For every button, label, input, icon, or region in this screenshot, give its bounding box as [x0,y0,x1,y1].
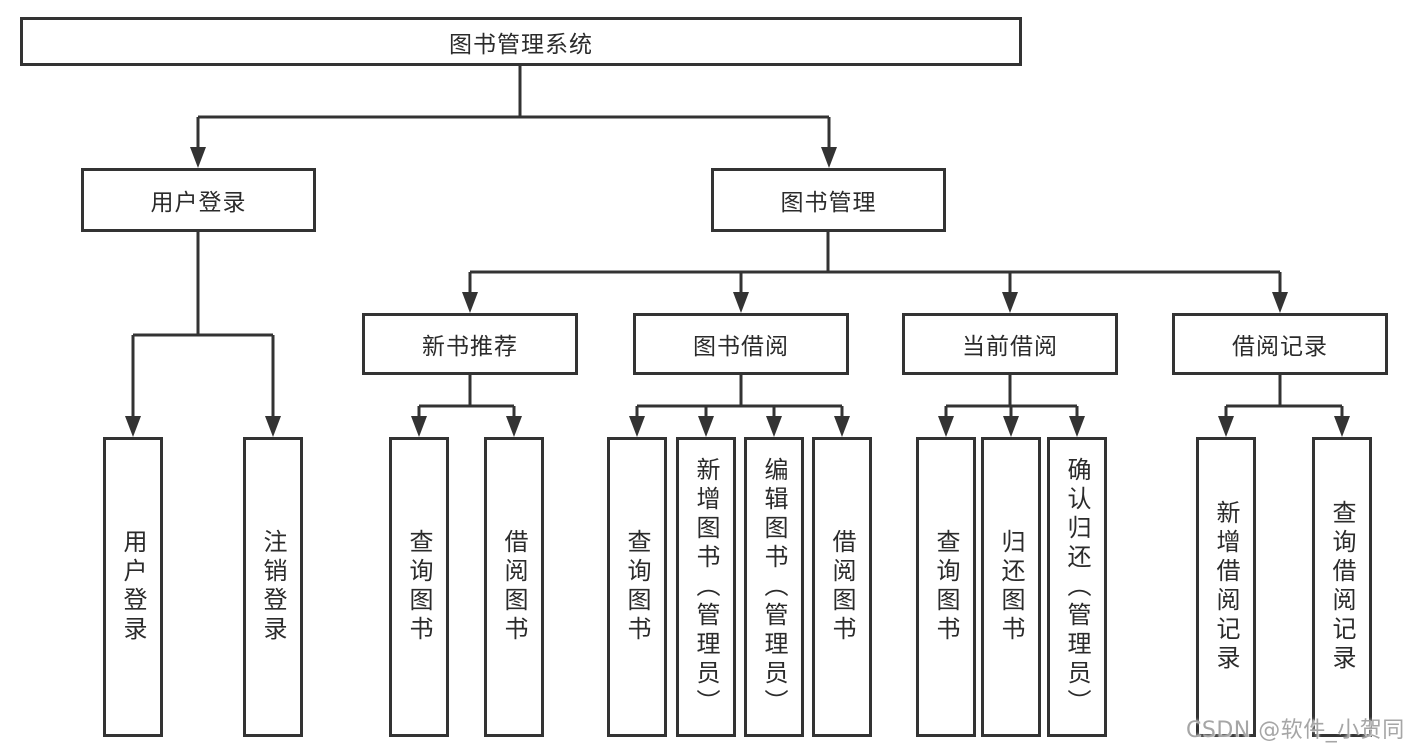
node-book-borrow: 图书借阅 [633,313,849,375]
node-label: 借阅图书 [500,529,528,645]
tree-edges [131,66,1344,417]
node-label: 查询图书 [405,529,433,645]
node-label: 图书借阅 [693,334,789,360]
node-label: 新增图书（管理员） [692,456,720,718]
leaf-bb-add-book-admin: 新增图书（管理员） [676,437,736,737]
leaf-bb-borrow-book: 借阅图书 [812,437,872,737]
node-label: 图书管理 [780,190,877,216]
node-label: 确认归还（管理员） [1063,456,1091,718]
leaf-bb-edit-book-admin: 编辑图书（管理员） [744,437,804,737]
node-user-login: 用户登录 [81,168,316,232]
leaf-br-query-record: 查询借阅记录 [1312,437,1372,737]
node-label: 查询图书 [932,529,960,645]
leaf-bb-query-book: 查询图书 [607,437,667,737]
node-library-system: 图书管理系统 [20,17,1022,66]
leaf-cb-confirm-return-admin: 确认归还（管理员） [1047,437,1107,737]
node-book-management: 图书管理 [711,168,946,232]
leaf-logout: 注销登录 [243,437,303,737]
node-label: 图书管理系统 [449,31,593,58]
node-label: 查询借阅记录 [1328,500,1356,674]
node-label: 用户登录 [150,190,247,216]
leaf-cb-return-book: 归还图书 [981,437,1041,737]
leaf-nb-query-book: 查询图书 [389,437,449,737]
node-new-book-recommend: 新书推荐 [362,313,578,375]
node-label: 新书推荐 [422,334,518,360]
node-label: 借阅记录 [1232,334,1328,360]
leaf-br-add-record: 新增借阅记录 [1196,437,1256,737]
node-label: 当前借阅 [962,334,1058,360]
node-label: 查询图书 [623,529,651,645]
node-label: 借阅图书 [828,529,856,645]
leaf-cb-query-book: 查询图书 [916,437,976,737]
node-current-borrow: 当前借阅 [902,313,1118,375]
leaf-nb-borrow-book: 借阅图书 [484,437,544,737]
node-label: 注销登录 [259,529,287,645]
leaf-user-login: 用户登录 [103,437,163,737]
node-label: 用户登录 [119,529,147,645]
csdn-watermark: CSDN @软件_小贺同学 [1186,718,1405,743]
node-label: 编辑图书（管理员） [760,456,788,718]
node-label: 新增借阅记录 [1212,500,1240,674]
node-label: 归还图书 [997,529,1025,645]
node-borrow-records: 借阅记录 [1172,313,1388,375]
arrowheads [125,147,1350,437]
